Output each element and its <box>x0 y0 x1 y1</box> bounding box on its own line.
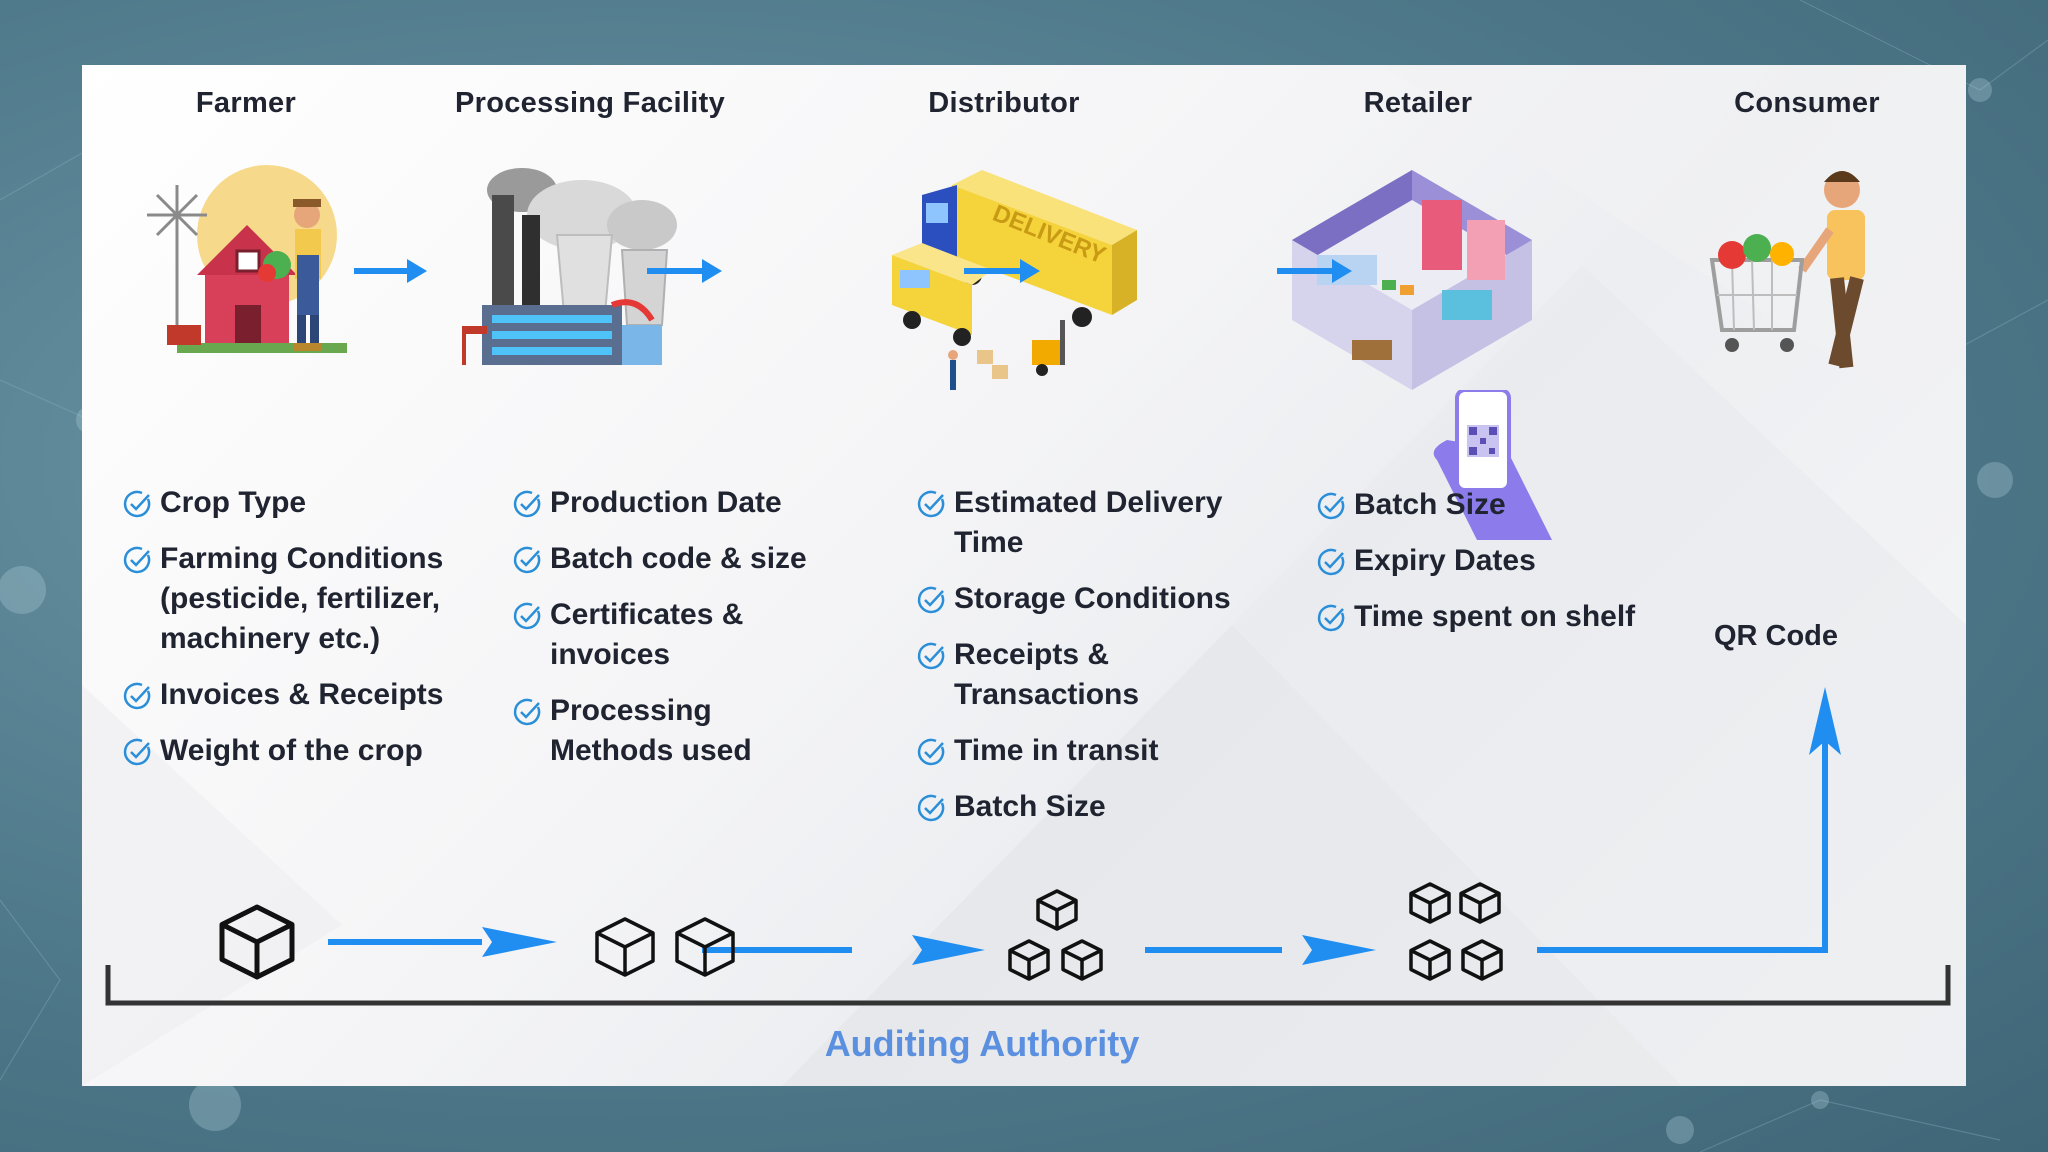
checklist-item: Batch code & size <box>512 539 832 579</box>
checklist-item: Time in transit <box>916 731 1256 771</box>
stage-title-farmer: Farmer <box>195 87 297 119</box>
checklist-item-text: Storage Conditions <box>954 582 1231 615</box>
store-icon <box>1292 170 1532 390</box>
block-cube-icon <box>1061 939 1103 981</box>
block-cube-icon <box>675 917 735 977</box>
check-circle-icon <box>513 698 541 726</box>
checklist-item-text: Time spent on shelf <box>1354 600 1636 633</box>
stage-title-distributor: Distributor <box>928 87 1080 119</box>
supply-chain-card: Farmer Processing Facility Distributor R… <box>82 65 1966 1086</box>
checklist-item-text: Invoices & Receipts <box>160 678 444 711</box>
top-arrows <box>354 259 1352 283</box>
block-cube-icon <box>1008 939 1050 981</box>
checklist-item: Batch Size <box>1316 485 1656 525</box>
checklist-item: Invoices & Receipts <box>122 675 452 715</box>
checklist-item: Crop Type <box>122 483 452 523</box>
farm-scene-icon <box>147 165 347 353</box>
checklist-item: Weight of the crop <box>122 731 452 771</box>
block-cube-icon <box>1461 939 1503 981</box>
checklist-item-text: Certificates & invoices <box>550 598 744 671</box>
check-circle-icon <box>917 642 945 670</box>
stage-title-retailer: Retailer <box>1363 87 1473 119</box>
block-cube-icon <box>595 917 655 977</box>
shopper-cart-icon <box>1709 171 1865 369</box>
check-circle-icon <box>123 682 151 710</box>
auditing-authority-label: Auditing Authority <box>824 1023 1140 1064</box>
check-circle-icon <box>917 586 945 614</box>
phone-qr-icon <box>1433 390 1552 540</box>
checklist-item-text: Receipts & Transactions <box>954 638 1140 711</box>
stage-title-processing: Processing Facility <box>454 87 726 119</box>
checklist-item-text: Time in transit <box>954 734 1159 767</box>
check-circle-icon <box>123 490 151 518</box>
check-circle-icon <box>123 738 151 766</box>
checklist-item: Batch Size <box>916 787 1256 827</box>
checklist-item-text: Batch Size <box>1354 488 1506 521</box>
checklist-item: Time spent on shelf <box>1316 597 1656 637</box>
check-circle-icon <box>917 738 945 766</box>
block-cube-icon <box>219 904 295 980</box>
check-circle-icon <box>123 546 151 574</box>
blockchain-row <box>105 687 1951 1006</box>
checklist-item-text: Estimated Delivery Time <box>954 486 1223 559</box>
checklist-item-text: Crop Type <box>160 486 307 519</box>
check-circle-icon <box>917 490 945 518</box>
checklist-item: Storage Conditions <box>916 579 1256 619</box>
check-circle-icon <box>1317 548 1345 576</box>
check-circle-icon <box>513 546 541 574</box>
checklist-item: Production Date <box>512 483 832 523</box>
delivery-truck-icon: DELIVERY <box>892 170 1137 390</box>
check-circle-icon <box>513 490 541 518</box>
checklist-item-text: Weight of the crop <box>160 734 423 767</box>
block-cube-icon <box>1036 889 1078 931</box>
checklist-item: Expiry Dates <box>1316 541 1656 581</box>
check-circle-icon <box>513 602 541 630</box>
block-cube-icon <box>1409 939 1451 981</box>
checklist-item-text: Expiry Dates <box>1354 544 1536 577</box>
checklist-item-text: Farming Conditions (pesticide, fertilize… <box>160 542 444 655</box>
checklist-item: Certificates & invoices <box>512 595 832 675</box>
checklist-item-text: Production Date <box>550 486 782 519</box>
checklist-item: Receipts & Transactions <box>916 635 1256 715</box>
checklist-item: Farming Conditions (pesticide, fertilize… <box>122 539 452 659</box>
check-circle-icon <box>1317 492 1345 520</box>
checklist-item: Processing Methods used <box>512 691 832 771</box>
stage-title-consumer: Consumer <box>1734 87 1880 119</box>
background-facets <box>82 65 1966 1086</box>
checklist-item-text: Processing Methods used <box>550 694 752 767</box>
checklist-item-text: Batch code & size <box>550 542 807 575</box>
checklist-item-text: Batch Size <box>954 790 1106 823</box>
checklist-item: Estimated Delivery Time <box>916 483 1256 563</box>
check-circle-icon <box>1317 604 1345 632</box>
block-cube-icon <box>1459 882 1501 924</box>
block-cube-icon <box>1409 882 1451 924</box>
qr-code-label: QR Code <box>1713 620 1839 652</box>
factory-icon <box>462 168 677 365</box>
check-circle-icon <box>917 794 945 822</box>
